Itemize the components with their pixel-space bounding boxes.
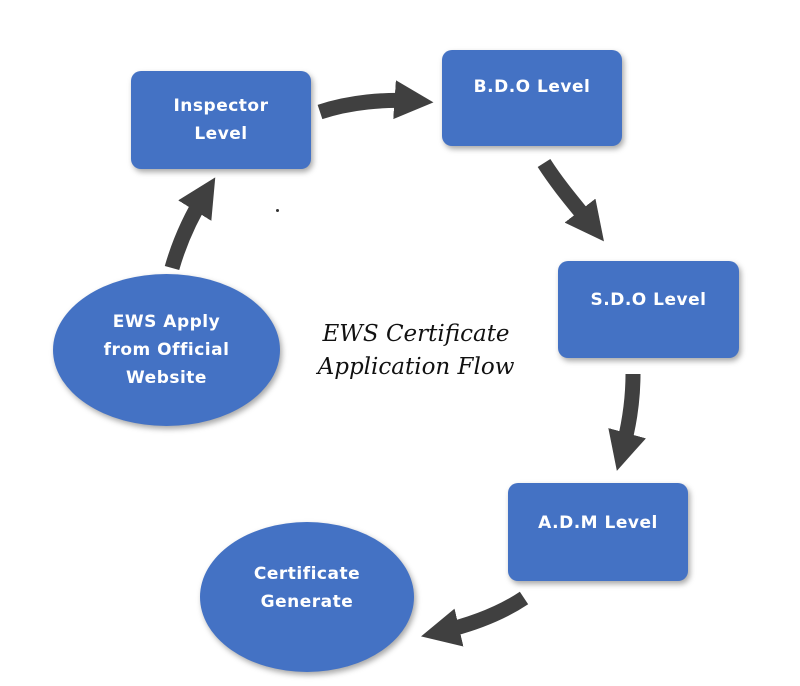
- node-sdo-level: S.D.O Level: [558, 261, 739, 358]
- arrow-bdo-to-sdo: [537, 158, 604, 242]
- node-adm-level: A.D.M Level: [508, 483, 688, 581]
- node-inspector-level-label: Inspector Level: [173, 96, 269, 144]
- node-sdo-level-label: S.D.O Level: [590, 289, 707, 310]
- node-ews-apply: EWS Apply from Official Website: [53, 274, 280, 426]
- arrow-sdo-to-adm: [608, 373, 646, 471]
- node-certificate-generate-label: Certificate Generate: [253, 564, 361, 612]
- node-bdo-level: B.D.O Level: [442, 50, 622, 146]
- diagram-title: EWS Certificate Application Flow: [300, 318, 532, 384]
- arrow-adm-to-certificate: [421, 591, 529, 647]
- diagram-title-line2: Application Flow: [317, 354, 515, 380]
- arrow-inspector-to-bdo: [317, 80, 434, 120]
- node-adm-level-label: A.D.M Level: [538, 513, 658, 533]
- arrow-ews-to-inspector: [164, 177, 216, 271]
- node-bdo-level-label: B.D.O Level: [473, 77, 591, 97]
- stray-dot: [276, 209, 279, 212]
- diagram-title-line1: EWS Certificate: [322, 321, 510, 347]
- node-inspector-level: Inspector Level: [131, 71, 311, 169]
- node-certificate-generate: Certificate Generate: [200, 522, 414, 672]
- node-ews-apply-label: EWS Apply from Official Website: [103, 312, 230, 388]
